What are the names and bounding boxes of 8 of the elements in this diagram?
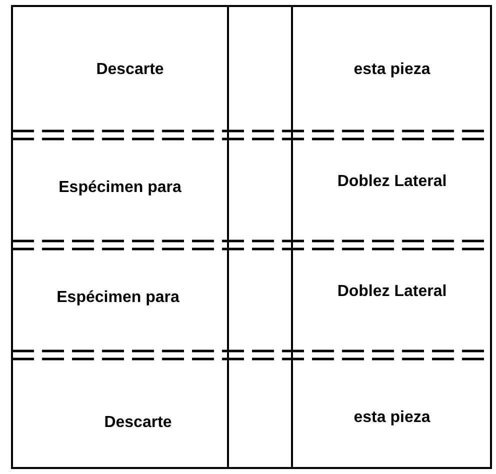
region-label: esta pieza: [354, 61, 430, 79]
region-label: esta pieza: [354, 409, 430, 427]
region-label: Espécimen para: [56, 289, 180, 307]
region-label: Descarte: [104, 414, 172, 432]
region-label: Doblez Lateral: [337, 173, 447, 191]
region-label: Espécimen para: [58, 179, 182, 197]
region-label: Doblez Lateral: [337, 283, 447, 301]
region-label: Descarte: [96, 61, 164, 79]
